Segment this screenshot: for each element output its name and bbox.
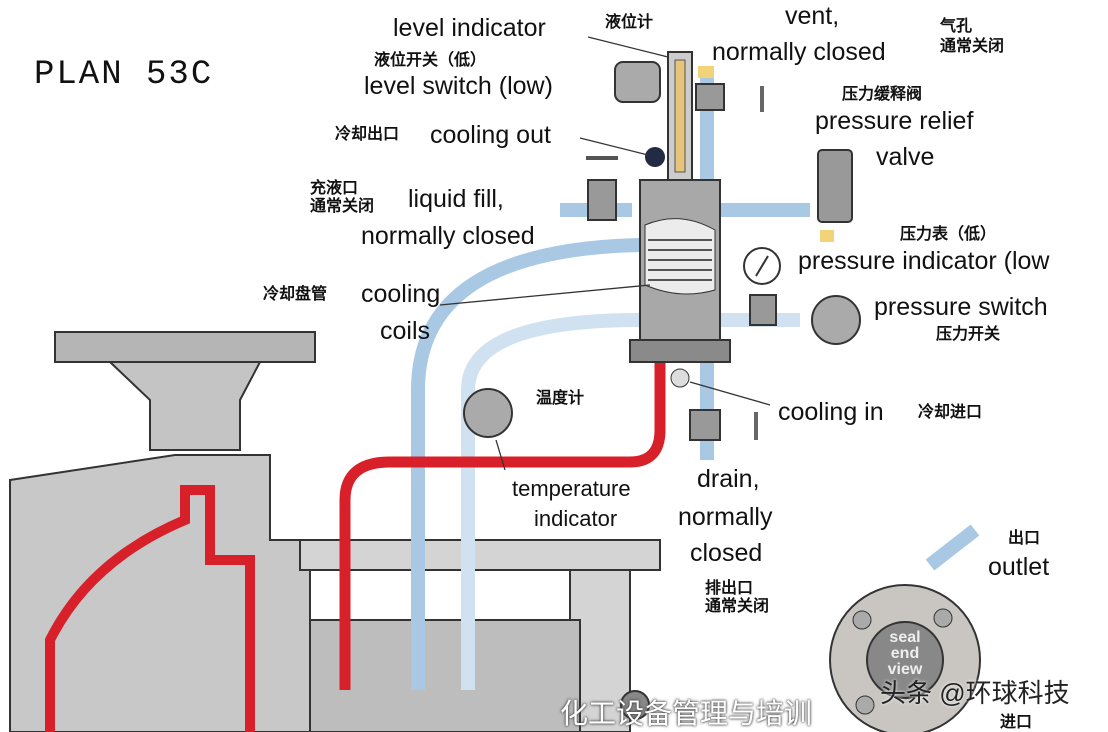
drain-label-3: closed xyxy=(690,539,763,567)
temperature-indicator-zh: 温度计 xyxy=(536,388,585,407)
pressure-switch-zh: 压力开关 xyxy=(936,324,1001,343)
cooling-coils-label-2: coils xyxy=(380,317,431,345)
drain-zh-2: 通常关闭 xyxy=(705,596,770,615)
seal-pot-vessel xyxy=(629,51,731,388)
vent-label-2: normally closed xyxy=(712,38,886,66)
vent-zh-2: 通常关闭 xyxy=(940,36,1005,55)
seal-end-view-label: seal end view xyxy=(887,629,923,678)
pressure-indicator-label: pressure indicator (low xyxy=(798,247,1050,275)
level-indicator-label: level indicator xyxy=(393,14,546,42)
cooling-in-label: cooling in xyxy=(778,398,884,426)
pressure-relief-label: pressure relief xyxy=(815,107,974,135)
level-indicator-zh: 液位计 xyxy=(605,12,654,31)
outlet-label: outlet xyxy=(988,553,1050,581)
cooling-coils-zh: 冷却盘管 xyxy=(263,284,328,303)
seal-end-view xyxy=(829,524,981,732)
cooling-out-label: cooling out xyxy=(430,121,551,149)
cooling-out-zh: 冷却出口 xyxy=(335,124,400,143)
watermark-front: 头条 @环球科技 xyxy=(880,678,1070,708)
liquid-fill-label-2: normally closed xyxy=(361,222,535,250)
pressure-relief-label-2: valve xyxy=(876,143,935,171)
outlet-zh: 出口 xyxy=(1008,528,1041,547)
pressure-switch-label: pressure switch xyxy=(874,293,1048,321)
drain-zh-1: 排出口 xyxy=(705,578,754,597)
pressure-relief-zh: 压力缓释阀 xyxy=(842,84,923,103)
vent-label: vent, xyxy=(785,2,840,30)
liquid-fill-zh-1: 充液口 xyxy=(310,178,359,197)
vent-zh-1: 气孔 xyxy=(940,16,973,35)
temperature-indicator-label-2: indicator xyxy=(534,506,618,531)
plan-title: PLAN 53C xyxy=(34,56,214,94)
level-switch-label: level switch (low) xyxy=(364,72,553,100)
instruments xyxy=(463,61,861,441)
drain-label: drain, xyxy=(697,465,760,493)
drain-label-2: normally xyxy=(678,503,773,531)
liquid-fill-zh-2: 通常关闭 xyxy=(310,196,375,215)
cooling-coils-label: cooling xyxy=(361,280,441,308)
temperature-indicator-label: temperature xyxy=(512,476,631,501)
pressure-indicator-zh: 压力表（低） xyxy=(900,224,997,243)
watermark-back: 化工设备管理与培训 xyxy=(560,698,813,729)
cooling-in-zh: 冷却进口 xyxy=(918,402,983,421)
pump-casing xyxy=(9,331,661,732)
level-switch-zh: 液位开关（低） xyxy=(374,50,487,69)
leader-lines xyxy=(439,36,771,471)
inlet-zh: 进口 xyxy=(1000,712,1033,731)
liquid-fill-label: liquid fill, xyxy=(408,185,504,213)
cooling-pipes xyxy=(339,66,834,690)
